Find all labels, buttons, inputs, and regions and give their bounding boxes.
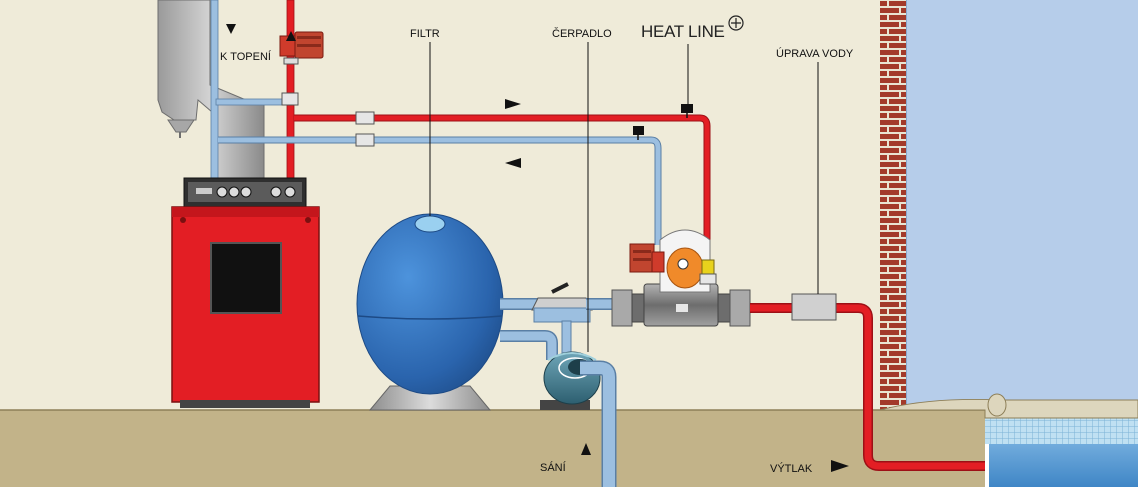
flow-arrow-right-icon [505, 99, 521, 109]
label-cerpadlo: ČERPADLO [552, 27, 612, 40]
label-k-topeni: K TOPENÍ [220, 50, 272, 63]
ground [0, 410, 985, 487]
pool-tiles [985, 418, 1138, 444]
label-vytlak: VÝTLAK [770, 462, 813, 475]
pool-coping [879, 398, 1138, 419]
label-heat-line: HEAT LINE [641, 22, 725, 41]
sand-filter [356, 213, 504, 411]
flow-arrow-left-icon [505, 158, 521, 168]
flow-arrow-up-icon [286, 31, 296, 41]
suction-pipe [580, 362, 615, 487]
circled-plus-icon [728, 15, 744, 31]
label-sani: SÁNÍ [540, 461, 567, 474]
boiler-valve [281, 92, 299, 106]
brick-wall [880, 0, 906, 412]
discharge-arrow-icon [831, 460, 849, 472]
label-filtr: FILTR [410, 28, 440, 40]
boiler-circulation-pump [279, 31, 324, 65]
hot-supply-pipe [294, 115, 710, 262]
flow-arrow-down-icon [226, 24, 236, 34]
suction-arrow-icon [581, 443, 591, 455]
pool-backdrop [906, 0, 1138, 420]
hot-riser-pipe [286, 0, 295, 181]
return-pipe [218, 137, 661, 245]
cold-riser-pipe [210, 0, 219, 181]
heat-exchanger [611, 229, 751, 327]
leader-lines [429, 42, 819, 352]
water-treatment-unit [791, 293, 837, 321]
return-sensor [633, 126, 644, 135]
return-line-valve [355, 133, 375, 147]
hot-sensor [681, 104, 693, 113]
boiler [171, 177, 320, 408]
hot-line-valve [355, 111, 375, 125]
label-uprava-vody: ÚPRAVA VODY [776, 47, 854, 60]
pool-edge [985, 444, 989, 487]
discharge-pipe [750, 304, 985, 470]
filter-inlet-pipe [500, 331, 557, 360]
multiport-valve [531, 282, 593, 354]
